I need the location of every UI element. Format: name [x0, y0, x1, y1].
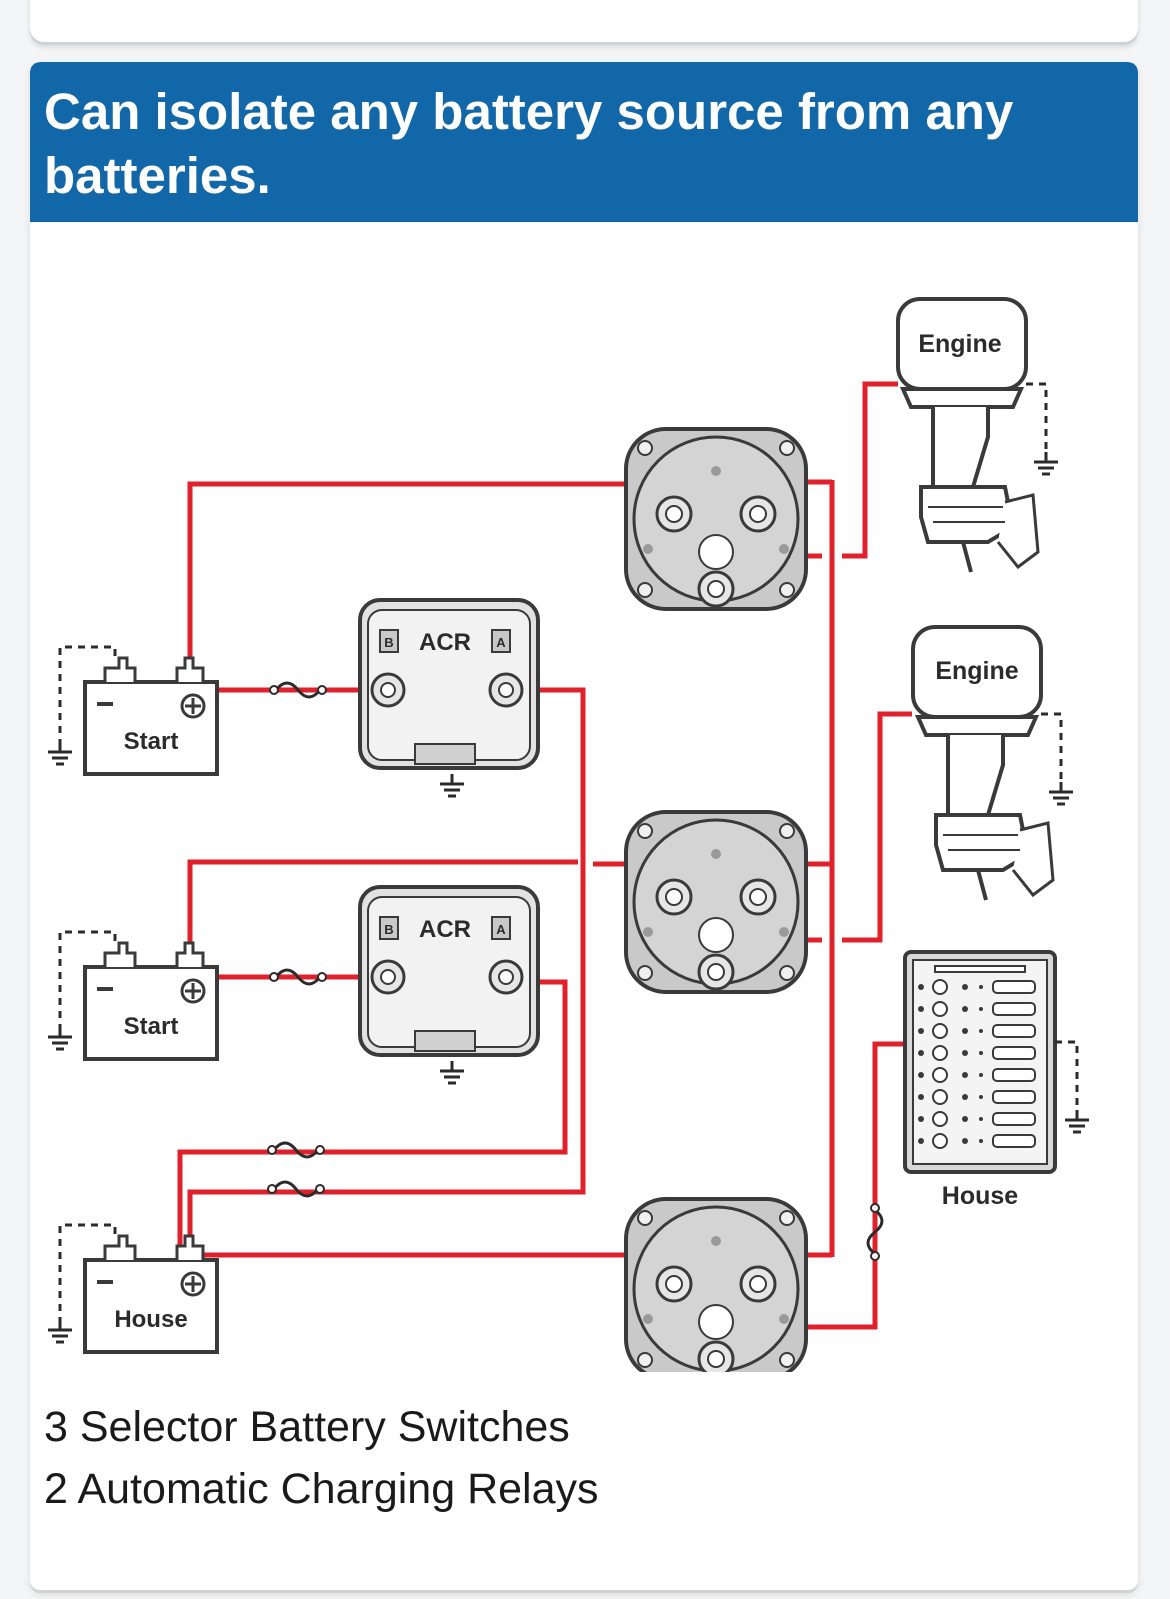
battery-start-1: Start [46, 645, 219, 776]
battery-house: House [46, 1223, 219, 1354]
selector-switch-icon [624, 1197, 808, 1372]
terminal-b-label: B [384, 635, 393, 650]
caption-line-relays: 2 Automatic Charging Relays [44, 1465, 599, 1513]
page-title: Can isolate any battery source from any … [44, 83, 1014, 204]
engine-label: Engine [935, 657, 1018, 685]
engine-label: Engine [918, 330, 1001, 358]
terminal-b-label: B [384, 922, 393, 937]
wiring-diagram: B A ACR B A ACR [46, 297, 1091, 1372]
previous-card [30, 0, 1138, 42]
selector-switch-icon [624, 427, 808, 611]
acr-relay-2: B A ACR [358, 885, 540, 1085]
acr-relay-1: B A ACR [358, 598, 540, 798]
content-card: Can isolate any battery source from any … [30, 62, 1138, 1590]
acr-label: ACR [419, 916, 471, 943]
battery-label: House [114, 1306, 187, 1333]
battery-label: Start [124, 1013, 179, 1040]
terminal-a-label: A [496, 635, 506, 650]
terminal-a-label: A [496, 922, 506, 937]
outboard-engine-2: Engine [911, 625, 1075, 902]
battery-start-2: Start [46, 930, 219, 1061]
acr-label: ACR [419, 629, 471, 656]
outboard-engine-1: Engine [896, 297, 1060, 574]
title-banner: Can isolate any battery source from any … [30, 62, 1138, 222]
selector-switch-icon [624, 810, 808, 994]
caption-line-switches: 3 Selector Battery Switches [44, 1403, 570, 1451]
battery-label: Start [124, 728, 179, 755]
panel-label: House [942, 1182, 1019, 1210]
caption: 3 Selector Battery Switches 2 Automatic … [44, 1396, 599, 1520]
house-distribution-panel: House [903, 950, 1091, 1210]
